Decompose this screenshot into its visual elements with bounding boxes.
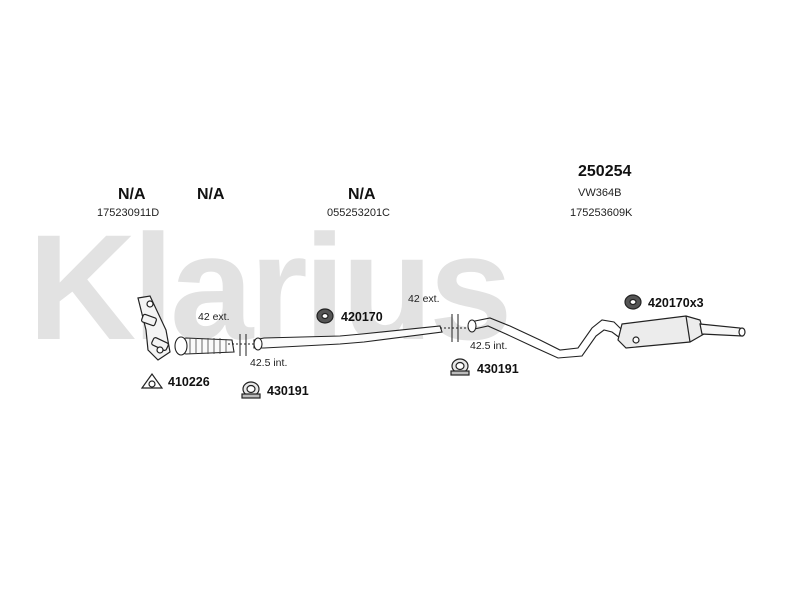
part-code-label-2: N/A	[197, 186, 225, 203]
clamp-icon-b	[450, 358, 470, 376]
middle-pipe[interactable]	[253, 325, 443, 351]
rear-pipe[interactable]	[467, 317, 623, 359]
gasket-part-number[interactable]: 410226	[168, 375, 210, 389]
part-code-label-3: N/A	[348, 186, 376, 203]
clamp-icon-a	[241, 381, 261, 399]
oem-number-label-3: 055253201C	[327, 207, 391, 219]
measurement-ext-1: 42 ext.	[198, 311, 230, 323]
part-code-label-1: N/A	[118, 186, 146, 203]
oem-number-label-4b: 175253609K	[570, 207, 633, 219]
hanger-part-number-a[interactable]: 420170	[341, 310, 383, 324]
measurement-int-2: 42.5 int.	[470, 340, 508, 352]
measurement-int-1: 42.5 int.	[250, 357, 288, 369]
part-code-label-4: 250254	[578, 163, 632, 180]
oem-number-label-1: 175230911D	[97, 207, 160, 219]
hanger-part-number-b[interactable]: 420170x3	[648, 296, 704, 310]
hanger-icon-b	[624, 294, 642, 310]
hanger-icon-a	[316, 308, 334, 324]
klarius-watermark: Klarius	[28, 203, 513, 371]
flexi-section[interactable]	[174, 336, 235, 356]
measurement-ext-2: 42 ext.	[408, 293, 440, 305]
clamp-part-number-a[interactable]: 430191	[267, 384, 309, 398]
gasket-icon	[140, 372, 164, 389]
rear-silencer[interactable]	[617, 315, 746, 349]
clamp-part-number-b[interactable]: 430191	[477, 362, 519, 376]
front-downpipe[interactable]	[137, 295, 171, 361]
joint-marker-1	[228, 334, 258, 356]
oem-number-label-4: VW364B	[578, 187, 622, 199]
